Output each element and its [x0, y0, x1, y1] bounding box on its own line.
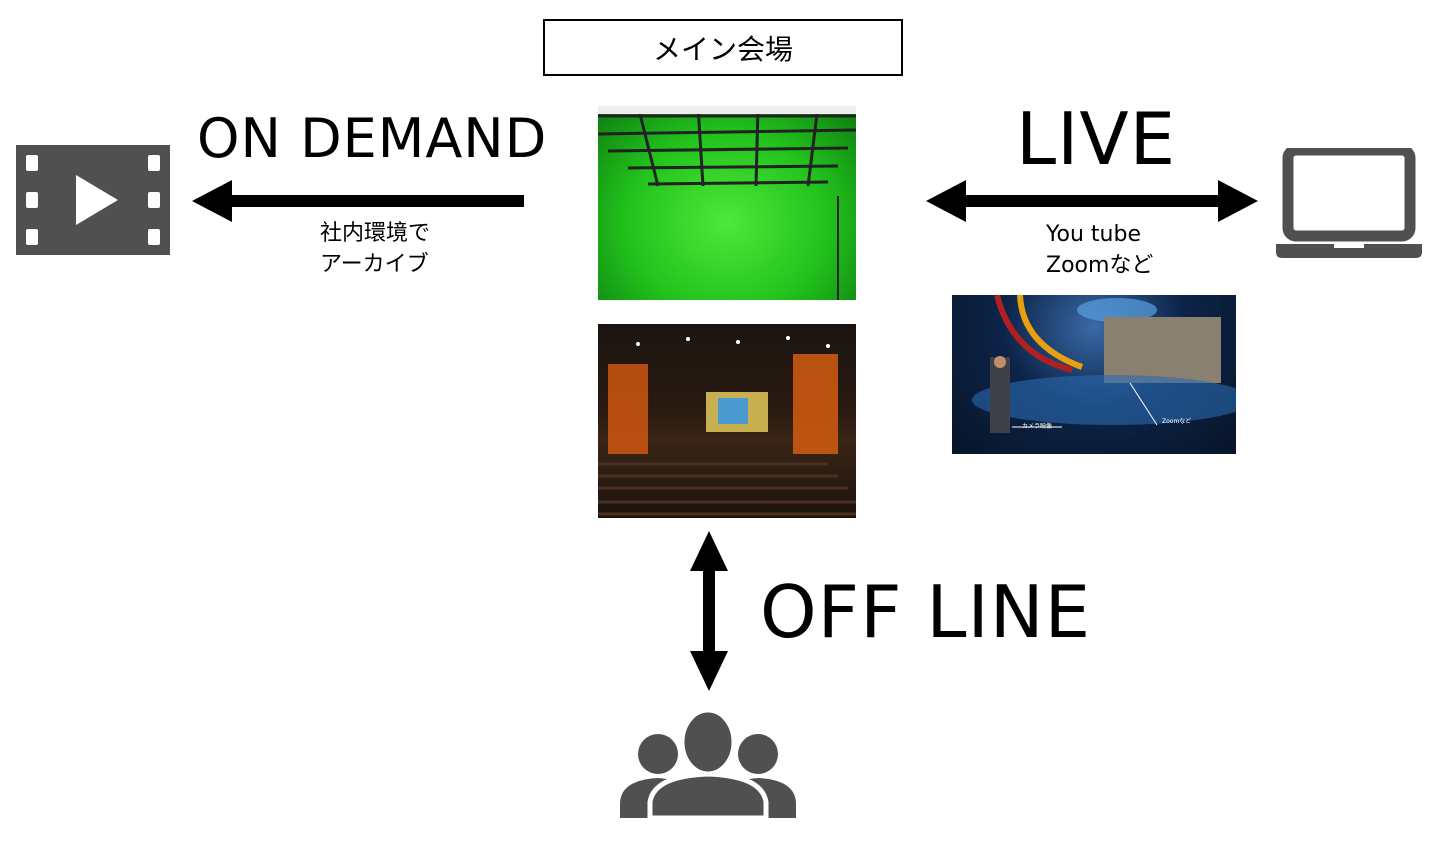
virtual-studio-photo: カメラ映像 Zoomなど	[952, 295, 1236, 454]
laptop-icon	[1276, 148, 1422, 258]
double-horizontal-arrow	[926, 180, 1258, 222]
on-demand-note: 社内環境で アーカイブ	[320, 218, 430, 280]
live-note: You tube Zoomなど	[1046, 219, 1153, 281]
main-venue-title: メイン会場	[543, 19, 903, 76]
offline-label: OFF LINE	[760, 570, 1092, 654]
double-vertical-arrow	[690, 531, 728, 691]
people-group-icon	[620, 707, 796, 818]
live-note-line1: You tube	[1046, 222, 1141, 247]
left-arrow	[192, 180, 524, 222]
on-demand-note-line1: 社内環境で	[320, 221, 431, 246]
on-demand-note-line2: アーカイブ	[320, 252, 429, 277]
green-screen-studio-photo	[598, 106, 856, 300]
zoom-caption: Zoomなど	[1162, 418, 1192, 425]
film-play-icon	[16, 145, 170, 255]
event-hall-photo	[598, 324, 856, 518]
on-demand-label: ON DEMAND	[197, 107, 548, 170]
live-label: LIVE	[1016, 97, 1177, 181]
live-note-line2: Zoomなど	[1046, 253, 1154, 278]
camera-caption: カメラ映像	[1022, 423, 1053, 430]
